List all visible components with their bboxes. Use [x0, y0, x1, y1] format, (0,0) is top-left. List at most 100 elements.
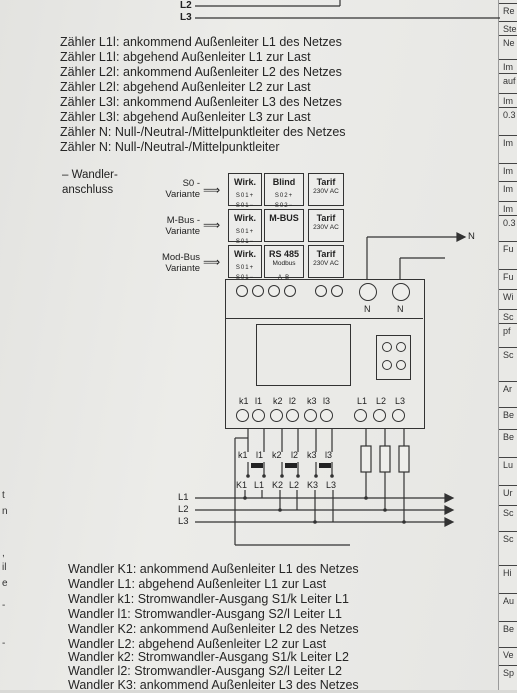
legend-line: Zähler L3ǀ: abgehend Außenleiter L3 zur … — [60, 110, 311, 124]
adjacent-page-text: Sc — [503, 534, 514, 544]
n-terminal-left — [359, 283, 377, 301]
terminal-screw — [392, 409, 405, 422]
terminal-screw — [320, 409, 333, 422]
table-rule — [499, 505, 517, 506]
ct-lower-label: L1 — [254, 480, 265, 490]
device-divider — [226, 318, 423, 319]
terminal-screw — [236, 285, 248, 297]
ct-lower-label: L2 — [289, 480, 300, 490]
margin-char: , — [2, 548, 5, 559]
table-rule — [499, 407, 517, 408]
adjacent-page-text: Be — [503, 624, 515, 634]
legend-line: Zähler N: Null-/Neutral-/Mittelpunktleit… — [60, 125, 346, 139]
display-window — [256, 324, 351, 386]
table-rule — [499, 21, 517, 22]
adjacent-page-text: Wi — [503, 292, 514, 302]
table-rule — [499, 181, 517, 182]
margin-char: t — [2, 490, 5, 501]
terminal-label: l3 — [323, 396, 331, 406]
legend-line: Zähler L1ǀ: abgehend Außenleiter L1 zur … — [60, 50, 311, 64]
table-rule — [499, 621, 517, 622]
box-pins: S02+ S02− — [274, 193, 294, 209]
adjacent-page-text: pf — [503, 326, 511, 336]
table-rule — [499, 135, 517, 136]
footer-line: Wandler K2: ankommend Außenleiter L2 des… — [68, 622, 359, 636]
table-rule — [499, 59, 517, 60]
adjacent-page-text: 0.3 — [503, 218, 516, 228]
adjacent-page-text: Im — [503, 184, 513, 194]
legend-line: Zähler L1ǀ: ankommend Außenleiter L1 des… — [60, 35, 342, 49]
terminal-screw — [268, 285, 280, 297]
table-rule — [499, 35, 517, 36]
n-line-label: N — [468, 231, 475, 242]
ct-upper-label: l1 — [256, 450, 264, 460]
adjacent-page-text: Ste — [503, 24, 517, 34]
variant-name: Mod-Bus — [161, 252, 200, 263]
section-title-line2: anschluss — [62, 184, 114, 196]
adjacent-page-text: Sc — [503, 350, 514, 360]
adjacent-page-text: Ar — [503, 384, 512, 394]
ct-upper-label: k3 — [307, 450, 317, 460]
table-rule — [499, 107, 517, 108]
terminal-screw — [270, 409, 283, 422]
n-terminal-label: N — [397, 304, 404, 314]
variant-label-modbus: Mod-Bus Variante — [140, 252, 200, 274]
box-subtitle: Modbus — [272, 260, 296, 267]
terminal-screw — [331, 285, 343, 297]
ct-core-3 — [319, 463, 331, 468]
adjacent-page-text: Ve — [503, 650, 514, 660]
adjacent-page-text: Re — [503, 6, 515, 16]
variant-label-s0: S0 - Variante — [140, 178, 200, 200]
ct-upper-label: k2 — [272, 450, 282, 460]
section-title-line1: – Wandler- — [62, 169, 118, 181]
table-rule — [499, 485, 517, 486]
table-rule — [499, 665, 517, 666]
box-pins: S01+ S01− — [235, 229, 255, 245]
footer-line: Wandler k2: Stromwandler-Ausgang S1/k Le… — [68, 650, 349, 664]
table-rule — [499, 647, 517, 648]
interface-box: Wirk. S01+ S01− — [228, 245, 262, 281]
terminal-label: L1 — [357, 396, 368, 406]
adjacent-page-text: Sp — [503, 668, 515, 678]
margin-char: il — [2, 562, 7, 573]
table-rule — [499, 429, 517, 430]
legend-line: Zähler L2ǀ: ankommend Außenleiter L2 des… — [60, 65, 342, 79]
terminal-label: k3 — [307, 396, 317, 406]
variant-name: M-Bus - — [166, 215, 200, 226]
table-rule — [499, 531, 517, 532]
terminal-label: l1 — [255, 396, 263, 406]
terminal-screw — [354, 409, 367, 422]
footer-line: Wandler K3: ankommend Außenleiter L3 des… — [68, 678, 359, 692]
adjacent-page-text: Hi — [503, 568, 512, 578]
variant-suffix: Variante — [165, 263, 200, 274]
box-title: Wirk. — [234, 249, 256, 259]
legend-line: Zähler N: Null-/Neutral-/Mittelpunktleit… — [60, 140, 280, 154]
table-rule — [499, 93, 517, 94]
box-pins: S01+ S01− — [235, 265, 255, 281]
interface-box: M-BUS — [264, 209, 304, 242]
variant-suffix: Variante — [165, 226, 200, 237]
ct-lower-label: L3 — [326, 480, 337, 490]
table-rule — [499, 565, 517, 566]
adjacent-page-text: Im — [503, 204, 513, 214]
arrow-icon: ⟹ — [203, 218, 221, 232]
interface-box: Wirk. S01+ S01− — [228, 173, 262, 209]
footer-line: Wandler l2: Stromwandler-Ausgang S2/l Le… — [68, 664, 342, 678]
terminal-screw — [252, 409, 265, 422]
adjacent-page-text: Im — [503, 62, 513, 72]
table-rule — [499, 309, 517, 310]
top-l2-label: L2 — [180, 0, 192, 11]
variant-suffix: Variante — [165, 189, 200, 200]
adjacent-page-text: Lu — [503, 460, 514, 470]
button-panel — [376, 335, 411, 380]
footer-line: Wandler L1: abgehend Außenleiter L1 zur … — [68, 577, 327, 591]
table-rule — [499, 3, 517, 4]
box-pins: S01+ S01− — [235, 193, 255, 209]
section-title: – Wandler- anschluss — [62, 168, 118, 198]
box-title: Wirk. — [234, 177, 256, 187]
footer-line: Wandler l1: Stromwandler-Ausgang S2/l Le… — [68, 607, 342, 621]
footer-line: Wandler k1: Stromwandler-Ausgang S1/k Le… — [68, 592, 349, 606]
margin-char: - — [2, 638, 6, 649]
variant-label-mbus: M-Bus - Variante — [140, 215, 200, 237]
